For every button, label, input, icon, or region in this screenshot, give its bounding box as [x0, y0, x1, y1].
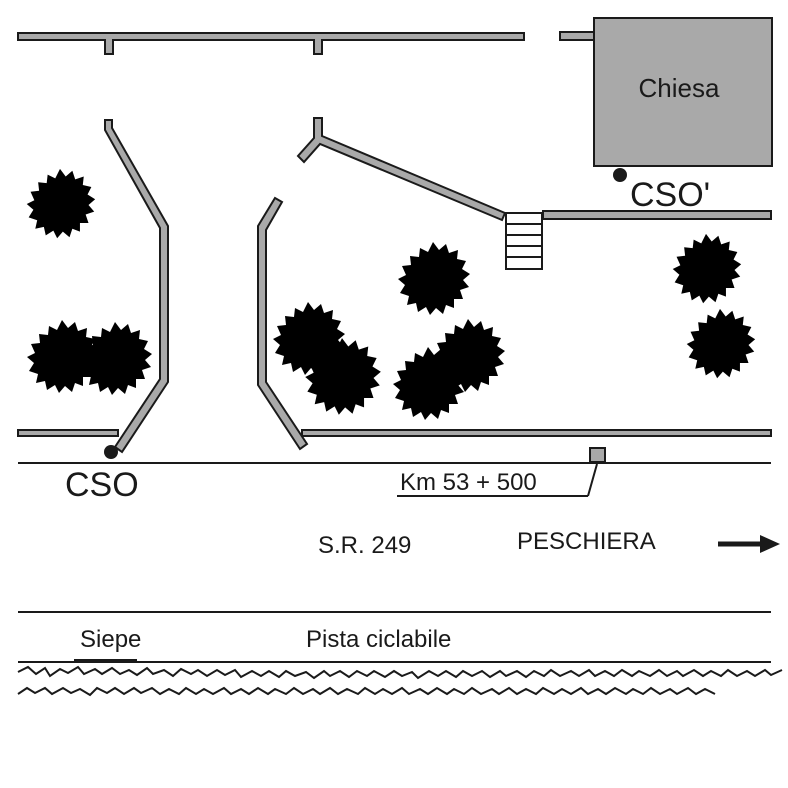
hedge-lower [17, 686, 716, 697]
tree [398, 242, 470, 315]
bottom-wall-left [17, 429, 119, 437]
km-marker-label: Km 53 + 500 [400, 469, 537, 496]
cso-prime-label: CSO' [630, 176, 710, 214]
stairs [505, 212, 543, 270]
tree [433, 319, 505, 392]
tree [80, 322, 152, 395]
tree [686, 308, 756, 379]
right-access-wall [257, 196, 309, 451]
church-approach-wall [296, 117, 507, 222]
top-boundary-wall [17, 31, 597, 55]
cso-prime-outfall-dot-icon [613, 168, 627, 182]
direction-label: PESCHIERA [517, 528, 656, 555]
cso-label: CSO [65, 466, 139, 504]
bike-path-label: Pista ciclabile [306, 626, 451, 653]
hedge-label: Siepe [80, 626, 141, 653]
arrow-right-icon [718, 535, 780, 553]
km-marker: Km 53 + 500 [397, 447, 606, 497]
road-label: S.R. 249 [318, 532, 411, 559]
tree [672, 233, 742, 304]
tree [26, 168, 96, 239]
bottom-wall-right [301, 429, 772, 437]
cso-outfall-dot-icon [104, 445, 118, 459]
hedge-upper [17, 665, 783, 680]
left-access-wall [104, 119, 169, 454]
church-building: Chiesa [593, 17, 773, 167]
church-label: Chiesa [639, 73, 720, 103]
